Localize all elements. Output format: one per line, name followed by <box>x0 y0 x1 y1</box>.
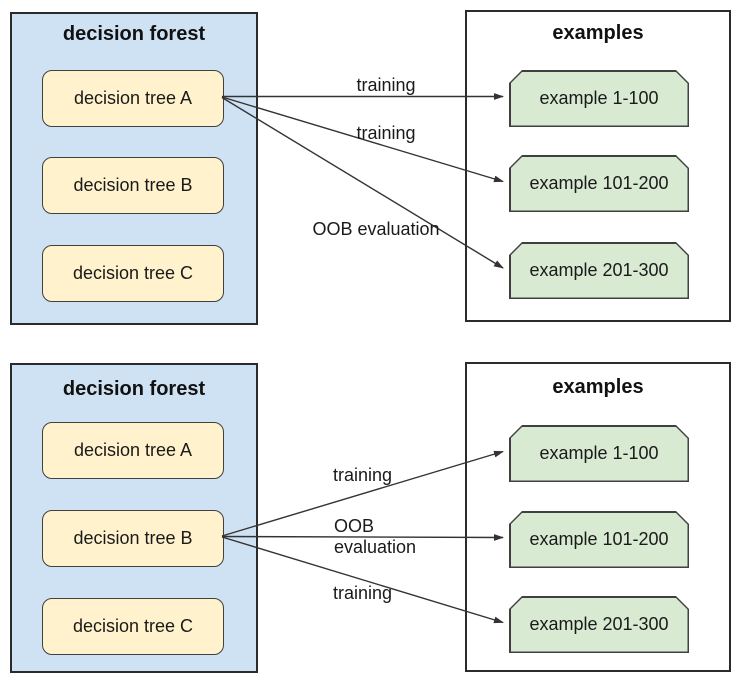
example-node-101-200: example 101-200 <box>509 511 689 568</box>
tree-node-label: decision tree B <box>73 175 193 195</box>
arrow-label-training: training <box>356 123 416 143</box>
examples-panel-top: examples example 1-100 example 101-200 e… <box>465 10 731 322</box>
example-node-fill <box>511 244 688 298</box>
tree-node-label: decision tree A <box>73 88 193 108</box>
arrow-label-training: training <box>333 583 393 603</box>
example-node-201-300: example 201-300 <box>509 596 689 653</box>
example-node-label: example 201-300 <box>529 260 669 280</box>
tree-node-label: decision tree B <box>73 528 193 548</box>
example-node-fill <box>511 157 688 211</box>
tree-node-label: decision tree C <box>72 616 194 636</box>
example-node-label: example 101-200 <box>529 173 669 193</box>
example-node-101-200: example 101-200 <box>509 155 689 212</box>
example-node-label: example 1-100 <box>539 88 659 108</box>
example-node-fill <box>511 598 688 652</box>
forest-panel-top: decision forest decision tree A decision… <box>10 12 258 325</box>
example-node-label: example 201-300 <box>529 614 669 634</box>
example-node-1-100: example 1-100 <box>509 70 689 127</box>
tree-node-c: decision tree C <box>42 598 224 655</box>
example-node-1-100: example 1-100 <box>509 425 689 482</box>
example-node-fill <box>511 427 688 481</box>
example-node-fill <box>511 72 688 126</box>
tree-node-label: decision tree C <box>72 263 194 283</box>
examples-panel-title: examples <box>552 22 644 44</box>
example-node-label: example 1-100 <box>539 443 659 463</box>
tree-node-b: decision tree B <box>42 157 224 214</box>
example-node-label: example 101-200 <box>529 529 669 549</box>
forest-panel-title: decision forest <box>62 23 206 45</box>
tree-node-label: decision tree A <box>73 440 193 460</box>
arrow-label-training: training <box>333 465 393 485</box>
forest-panel-bottom: decision forest decision tree A decision… <box>10 363 258 673</box>
examples-panel-title: examples <box>552 376 644 398</box>
tree-node-a: decision tree A <box>42 422 224 479</box>
arrow-label-oob-evaluation: OOB evaluation <box>334 516 417 557</box>
example-node-201-300: example 201-300 <box>509 242 689 299</box>
arrow-label-oob-evaluation: OOB evaluation <box>312 219 440 239</box>
tree-node-c: decision tree C <box>42 245 224 302</box>
example-node-fill <box>511 513 688 567</box>
forest-panel-title: decision forest <box>62 378 206 400</box>
examples-panel-bottom: examples example 1-100 example 101-200 e… <box>465 362 731 672</box>
arrow-label-training: training <box>356 75 416 95</box>
tree-node-b: decision tree B <box>42 510 224 567</box>
tree-node-a: decision tree A <box>42 70 224 127</box>
